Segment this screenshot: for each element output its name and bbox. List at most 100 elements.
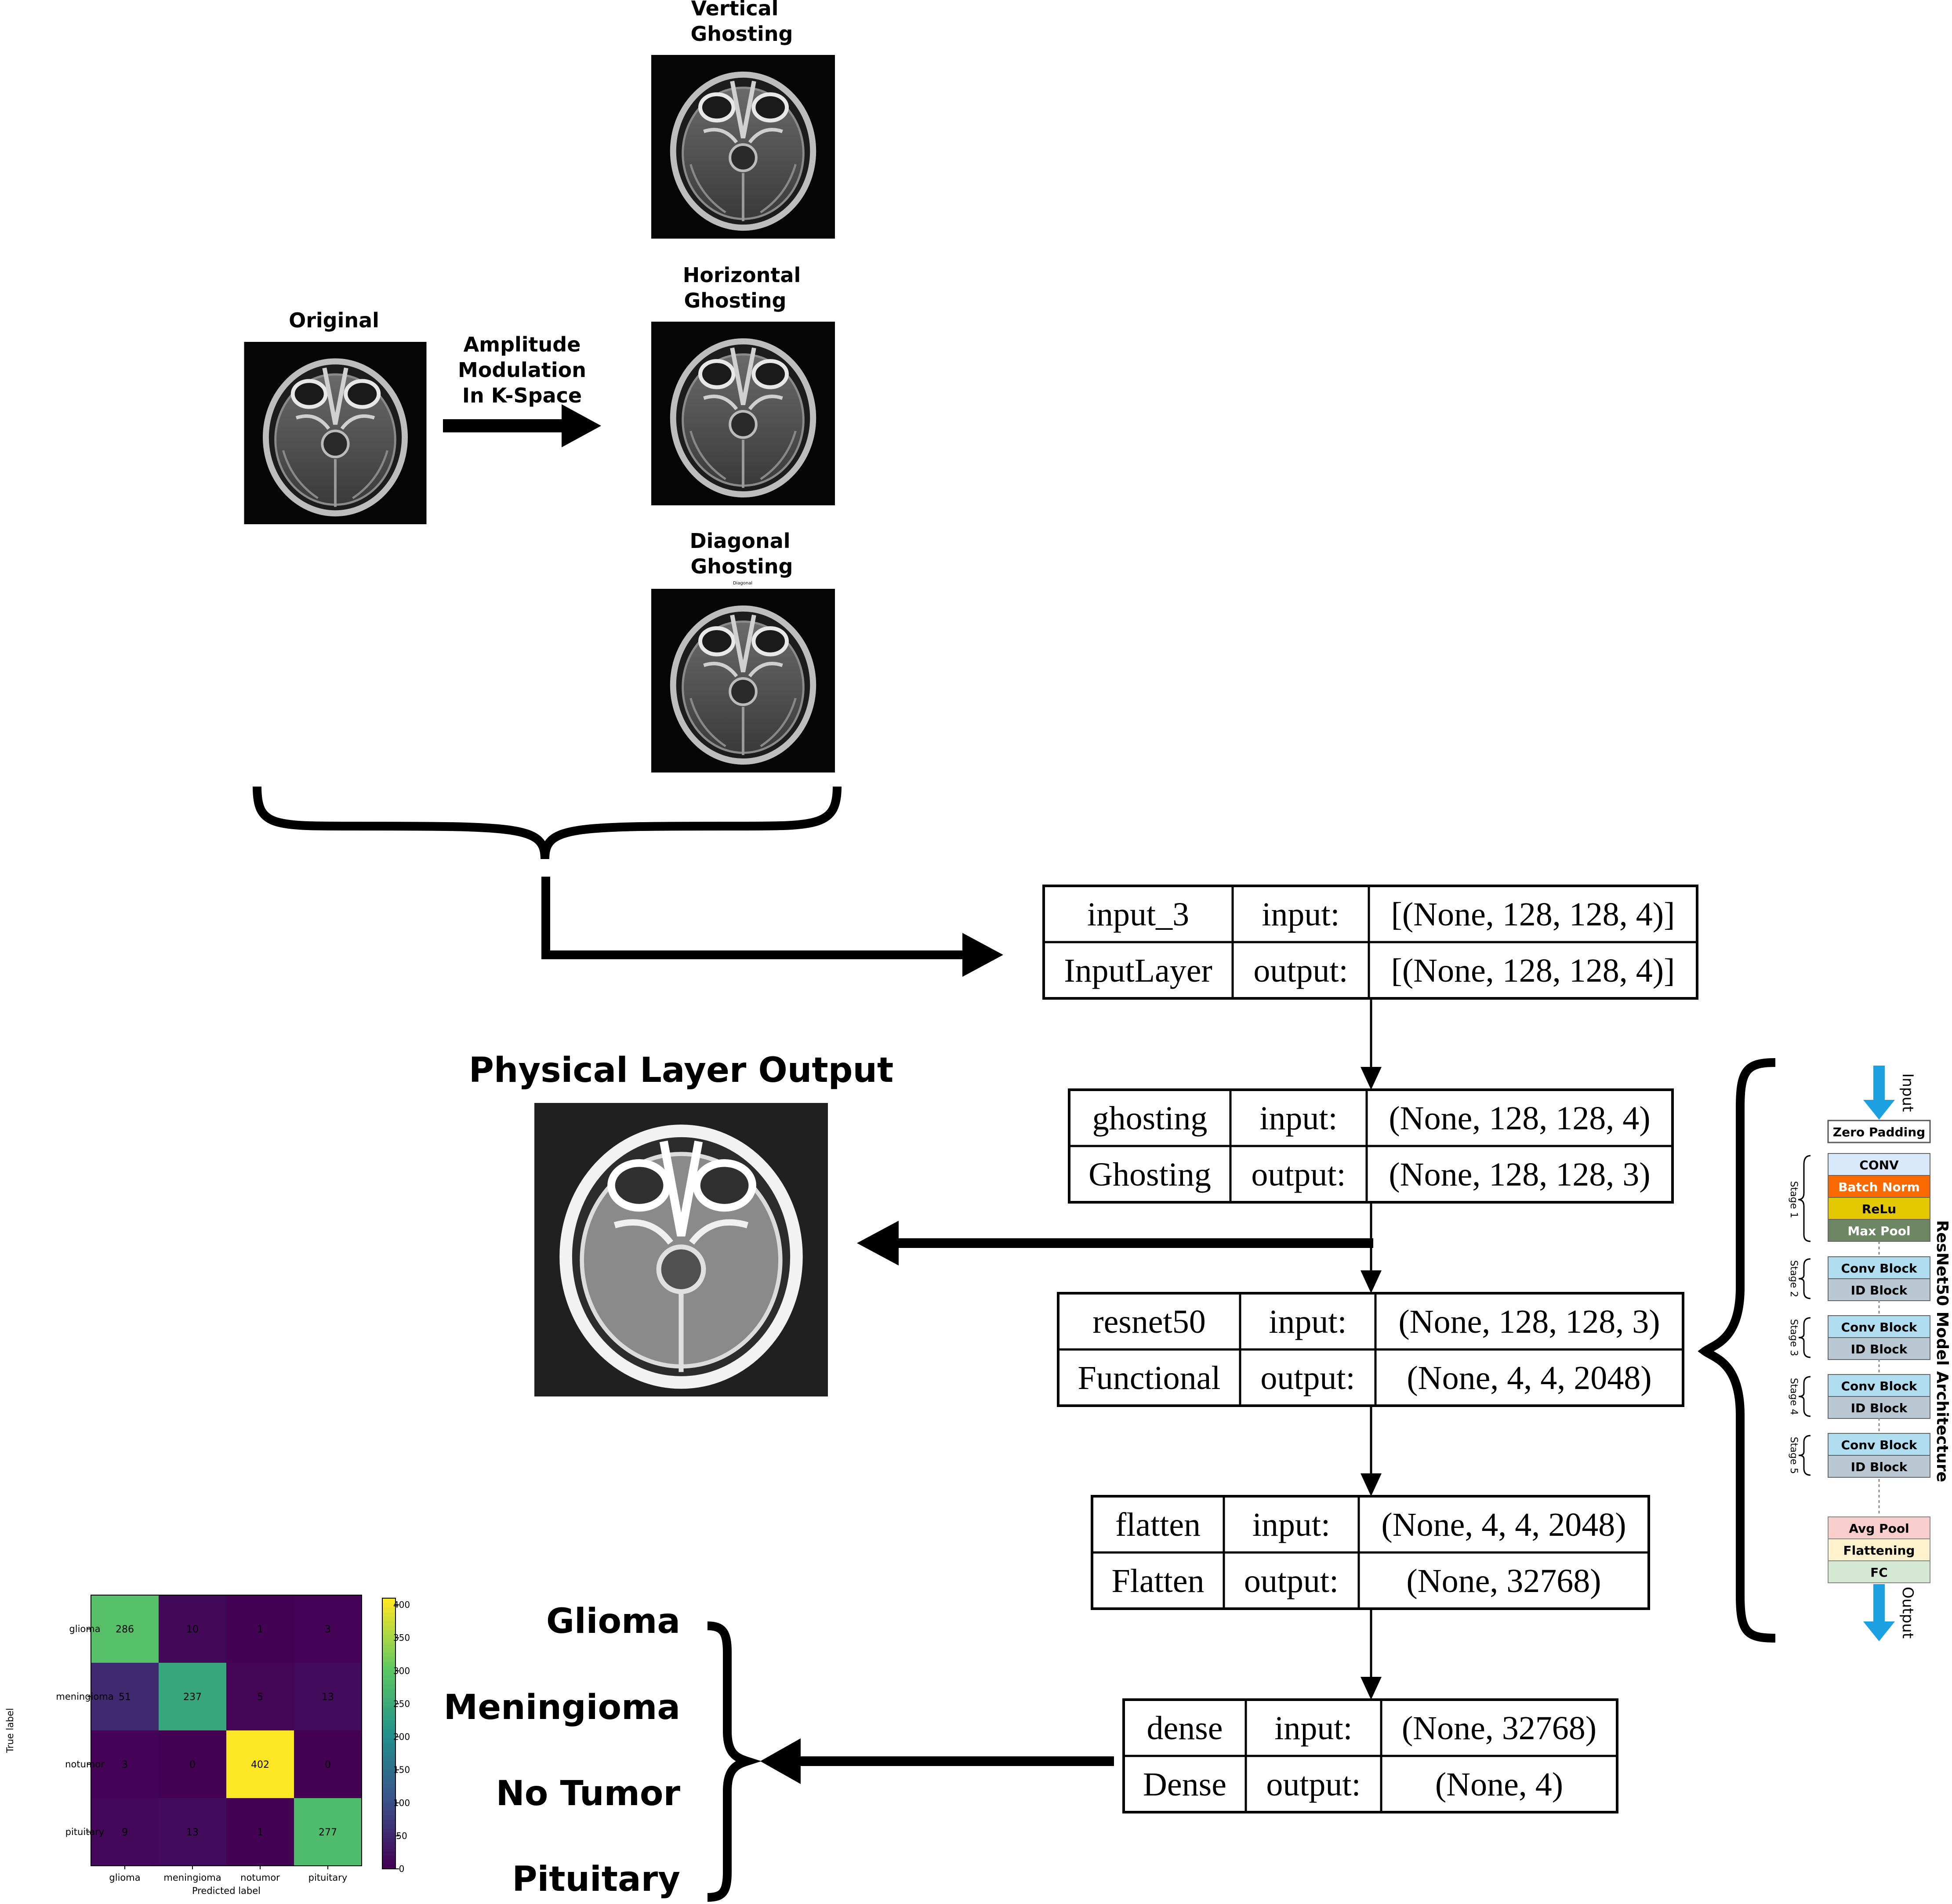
id-block-label: ID Block [1851,1283,1908,1298]
layer-type: Functional [1078,1360,1220,1396]
vertical-ghosting-image [651,55,835,239]
heatmap-cell-value: 286 [116,1624,134,1635]
heatmap-cell [159,1595,226,1663]
layer-input-shape: (None, 32768) [1402,1710,1596,1747]
resnet-brace [1698,1058,1776,1643]
layer-output-shape: (None, 32768) [1406,1563,1601,1599]
merge-brace [253,786,842,860]
heatmap-cell-value: 1 [257,1624,263,1635]
heatmap-cell-value: 237 [183,1692,202,1703]
layer-type: Ghosting [1088,1156,1211,1193]
tail-block [1828,1538,1930,1561]
y-axis-label: True label [5,1708,15,1753]
id-block [1828,1278,1930,1301]
id-block [1828,1396,1930,1419]
layer-output-label: output: [1244,1563,1339,1599]
layer-output-label: output: [1260,1360,1355,1396]
heatmap-cell [91,1663,159,1730]
conv-block-label: Conv Block [1841,1379,1917,1393]
stage1-label: Stage 1 [1788,1181,1799,1219]
physical-layer-title: Physical Layer Output [469,1051,894,1090]
layer-name: ghosting [1092,1100,1208,1137]
diagonal-tiny-caption: Diagonal [733,581,752,586]
layer-type: Flatten [1111,1563,1204,1599]
heatmap-cell-value: 277 [319,1827,337,1838]
colorbar-frame [382,1598,396,1869]
resnet-output-arrow-label: Output [1899,1587,1916,1639]
tail-block [1828,1560,1930,1583]
colorbar-tick-label: 350 [393,1632,410,1643]
stage1-block-label: ReLu [1862,1202,1896,1216]
resnet-input-arrow: Input [1863,1066,1916,1120]
layer-input-label: input: [1252,1506,1330,1543]
layer-output-shape: (None, 4, 4, 2048) [1407,1360,1651,1396]
heatmap-cell [226,1798,294,1866]
heatmap-cell [226,1595,294,1663]
heatmap-cell [159,1798,226,1866]
tail-block-label: FC [1870,1565,1888,1580]
id-block-label: ID Block [1851,1342,1908,1356]
layer-input-shape: [(None, 128, 128, 4)] [1391,896,1675,933]
layer-type: Dense [1143,1766,1226,1803]
layer-input-label: input: [1269,1303,1346,1340]
layer-output-shape: [(None, 128, 128, 4)] [1391,952,1675,989]
heatmap-cell [91,1595,159,1663]
layer-output-shape: (None, 128, 128, 3) [1389,1156,1650,1193]
layer-input-label: input: [1259,1100,1337,1137]
heatmap-cell-value: 51 [119,1692,131,1703]
stage1-block-label: Max Pool [1847,1224,1910,1238]
conv-block [1828,1315,1930,1338]
resnet-input-arrow-label: Input [1899,1073,1916,1112]
conv-block [1828,1433,1930,1456]
x-axis-label: Predicted label [192,1886,261,1896]
conv-block [1828,1256,1930,1279]
class-label-pituitary: Pituitary [512,1860,680,1899]
heatmap-cell-value: 3 [325,1624,331,1635]
amplitude-label-line3: In K-Space [462,384,582,407]
original-mri-image [244,342,427,524]
layer-input-shape: (None, 128, 128, 4) [1389,1100,1650,1137]
heatmap-cell [91,1730,159,1798]
stage-label: Stage 4 [1788,1378,1799,1415]
stage-label: Stage 3 [1788,1319,1799,1356]
vertical-label-line1: Vertical [691,0,779,20]
layer-output-label: output: [1251,1156,1346,1193]
conv-block-label: Conv Block [1841,1261,1917,1276]
stage1-block [1828,1197,1930,1220]
horizontal-ghosting-image [651,322,835,505]
physical-layer-section: Physical Layer Output [469,1051,1373,1396]
heatmap-cell [159,1730,226,1798]
resnet-output-arrow: Output [1863,1584,1916,1641]
stage1-brace [1798,1155,1811,1242]
flow-arrow-head [1361,1473,1382,1496]
original-label: Original [289,308,379,332]
horizontal-label-line2: Ghosting [684,289,787,312]
amplitude-arrow [443,404,601,447]
layer-input-label: input: [1274,1710,1352,1747]
y-tick-label: glioma [69,1624,100,1634]
id-block-label: ID Block [1851,1401,1908,1415]
horizontal-label-line1: Horizontal [683,263,801,287]
heatmap-cell-value: 0 [325,1759,331,1770]
class-brace [707,1621,762,1902]
resnet-arch-title-text: ResNet50 Model Architecture [1933,1220,1951,1482]
physical-layer-image [534,1103,828,1396]
stage1-block-label: Batch Norm [1838,1180,1920,1194]
heatmap-cell-value: 13 [186,1827,199,1838]
id-block [1828,1455,1930,1478]
conv-block [1828,1374,1930,1397]
conv-block-label: Conv Block [1841,1438,1917,1452]
x-tick-label: meningioma [163,1872,221,1883]
colorbar-tick-label: 300 [393,1665,410,1676]
stage1-block-label: CONV [1859,1158,1899,1172]
x-tick-label: glioma [109,1872,140,1883]
stage-label: Stage 5 [1788,1437,1799,1474]
flow-arrow-head [1361,1270,1382,1293]
heatmap-cell [91,1798,159,1866]
